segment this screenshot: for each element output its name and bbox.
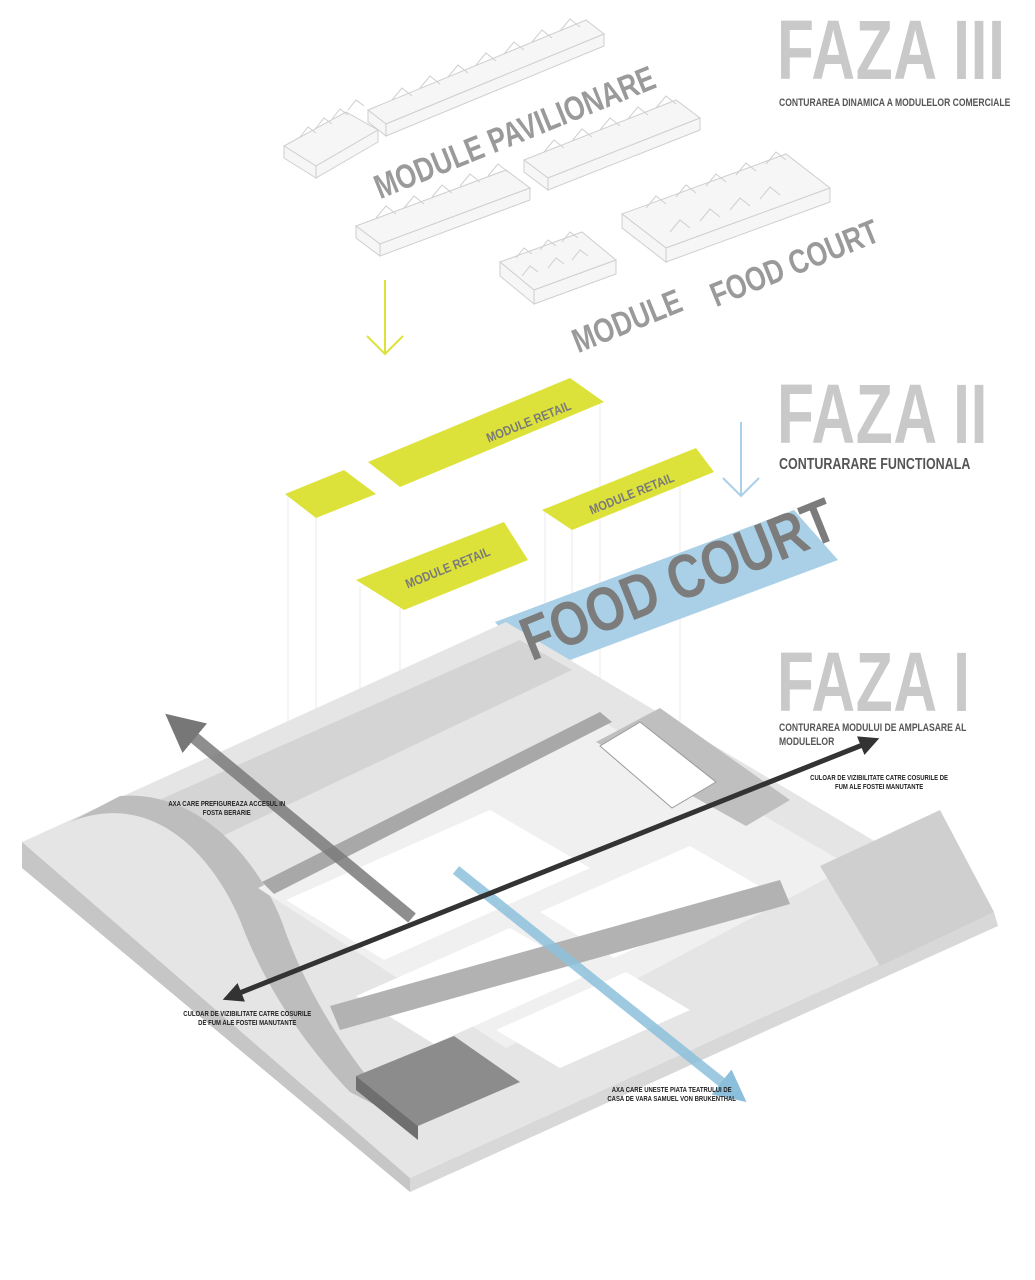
dark-building-top — [356, 1036, 520, 1126]
note-axis-berarie: AXA CARE PREFIGUREAZA ACCESUL IN FOSTA B… — [168, 800, 285, 819]
arrow-down-yellow-icon — [366, 280, 404, 356]
faza-1-subtitle-line2: MODULELOR — [779, 735, 835, 748]
note-culoar-left-line1: CULOAR DE VIZIBILITATE CATRE COSURILE — [183, 1011, 312, 1018]
pavilion-module — [354, 163, 532, 257]
arrow-down-blue-icon — [722, 422, 760, 498]
faza-2-title: FAZA II — [777, 367, 989, 461]
note-axis-berarie-line1: AXA CARE PREFIGUREAZA ACCESUL IN — [168, 801, 286, 808]
food-court-zone — [495, 510, 838, 672]
faza-2-subtitle: CONTURARARE FUNCTIONALA — [779, 456, 971, 473]
note-axis-piata: AXA CARE UNESTE PIATA TEATRULUI DE CASA … — [607, 1086, 736, 1105]
dark-building-side — [356, 1076, 418, 1140]
note-axis-piata-line1: AXA CARE UNESTE PIATA TEATRULUI DE — [611, 1087, 732, 1094]
pavilion-module — [522, 95, 702, 191]
retail-zone-small — [285, 470, 376, 518]
retail-zones — [285, 378, 714, 610]
pavilion-module — [367, 18, 605, 138]
retail-zone-top — [368, 378, 604, 487]
pavilion-module — [499, 231, 617, 306]
retail-zone-bottom — [356, 522, 528, 610]
faza-1-subtitle-line1: CONTURAREA MODULUI DE AMPLASARE AL — [779, 722, 967, 734]
curved-road — [70, 795, 404, 1120]
note-culoar-right-line2: FUM ALE FOSTEI MANUTANTE — [834, 784, 924, 792]
note-axis-piata-line2: CASA DE VARA SAMUEL VON BRUKENTHAL — [607, 1096, 736, 1104]
note-culoar-right: CULOAR DE VIZIBILITATE CATRE COSURILE DE… — [810, 774, 948, 793]
pavilion-module — [620, 151, 832, 264]
retail-zone-middle — [542, 448, 714, 530]
axis-dark-culoar — [222, 736, 880, 1002]
faza-3-subtitle: CONTURAREA DINAMICA A MODULELOR COMERCIA… — [779, 97, 1011, 109]
note-culoar-left-line2: DE FUM ALE FOSTEI MANUTANTE — [198, 1020, 297, 1028]
pavilion-module — [283, 99, 380, 179]
note-culoar-left: CULOAR DE VIZIBILITATE CATRE COSURILE DE… — [183, 1010, 311, 1029]
note-axis-berarie-line2: FOSTA BERARIE — [202, 810, 251, 818]
pavilion-modules-wireframe — [283, 18, 832, 306]
note-culoar-right-line1: CULOAR DE VIZIBILITATE CATRE COSURILE DE — [810, 775, 949, 782]
faza-1-subtitle: CONTURAREA MODULUI DE AMPLASARE AL MODUL… — [779, 722, 966, 750]
site-left-face — [22, 842, 410, 1192]
faza-3-title: FAZA III — [777, 3, 1006, 97]
faza-1-title: FAZA I — [777, 635, 971, 729]
